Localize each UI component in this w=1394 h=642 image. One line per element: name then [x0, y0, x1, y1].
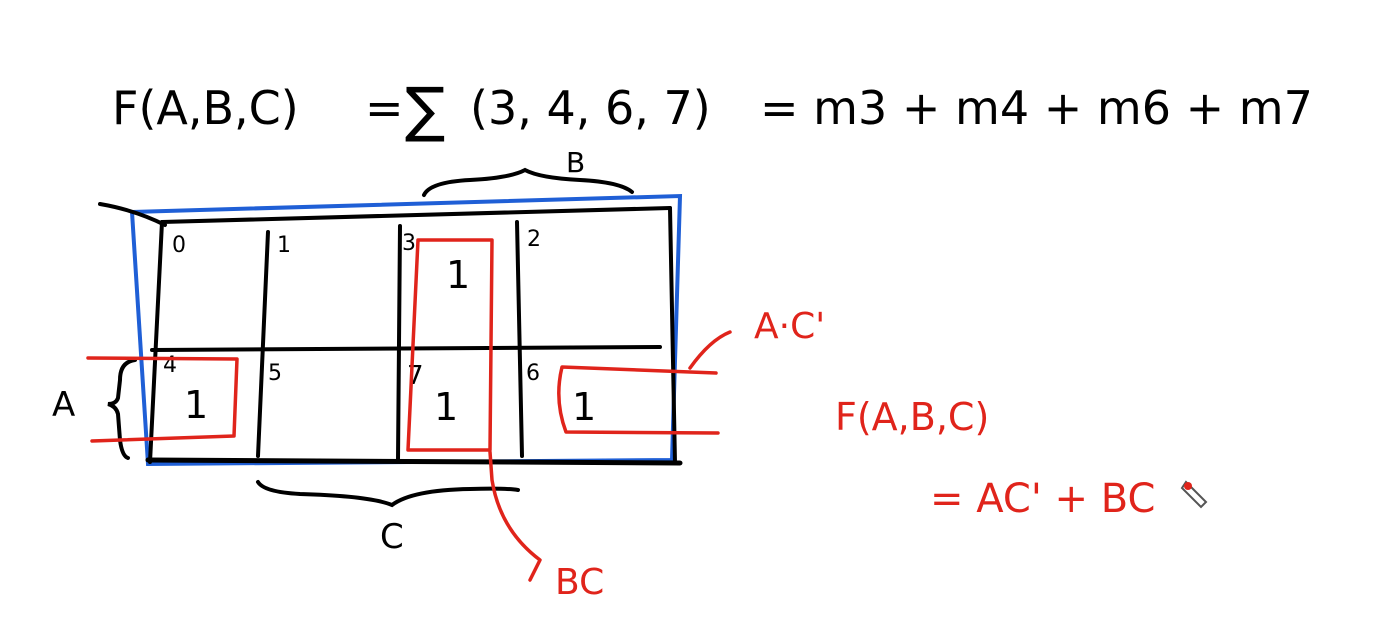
result-rhs: = AC' + BC	[930, 476, 1155, 522]
equation-function: F(A,B,C)	[112, 81, 299, 135]
variable-a-label: A	[52, 385, 75, 425]
wrap-group-right-loop	[557, 365, 720, 435]
cell-indices: 0 1 3 2 4 5 7 6	[163, 227, 541, 391]
column-group-loop	[406, 238, 494, 452]
wrap-group-label: A·C'	[754, 306, 825, 347]
cell-value: 1	[446, 253, 470, 297]
minterm-expansion: = m3 + m4 + m6 + m7	[760, 81, 1313, 135]
cell-index: 2	[527, 227, 541, 252]
kmap-grid	[98, 193, 683, 467]
wrap-group-left-loop	[86, 356, 239, 443]
equation-line: F(A,B,C) = ∑ (3, 4, 6, 7) = m3 + m4 + m6…	[112, 75, 1313, 145]
column-group-label: BC	[555, 562, 604, 603]
grouping-loops	[86, 238, 732, 582]
sum-symbol: ∑	[405, 75, 445, 145]
cell-index: 0	[172, 233, 186, 258]
cell-value: 1	[184, 383, 208, 427]
equation-equals: =	[365, 81, 404, 135]
cell-value: 1	[434, 385, 458, 429]
cell-index: 6	[526, 361, 540, 386]
result-lhs: F(A,B,C)	[835, 395, 989, 439]
pen-cursor-icon	[1180, 480, 1208, 509]
cell-values: 1 1 1 1	[184, 253, 596, 429]
cell-index: 1	[277, 233, 291, 258]
minterm-list: (3, 4, 6, 7)	[470, 81, 711, 135]
cell-index: 5	[268, 361, 282, 386]
column-group-pointer	[488, 450, 542, 582]
b-brace	[422, 167, 634, 197]
cell-index: 3	[402, 231, 416, 256]
a-brace	[107, 358, 137, 460]
cell-index: 4	[163, 353, 177, 378]
cell-value: 1	[572, 385, 596, 429]
wrap-group-pointer	[688, 330, 732, 370]
variable-b-label: B	[566, 146, 585, 179]
variable-c-label: C	[380, 517, 404, 557]
c-brace	[256, 480, 520, 508]
